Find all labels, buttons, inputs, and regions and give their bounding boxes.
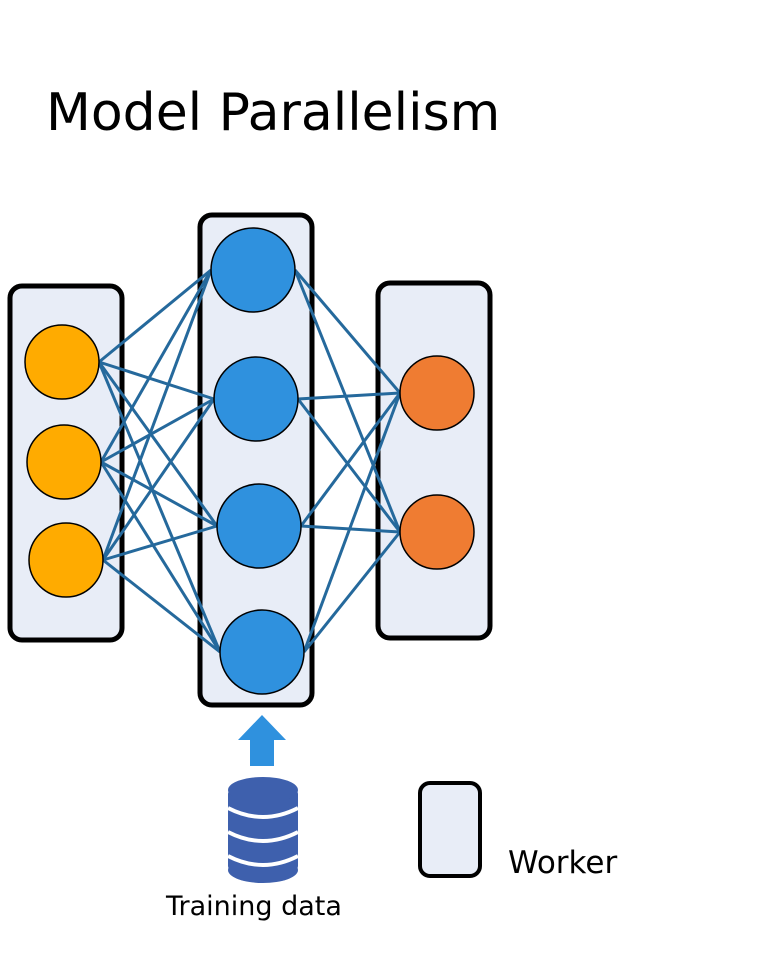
edge-hidden-4-to-output-1 <box>302 392 402 653</box>
edge-input-2-to-hidden-2 <box>100 397 215 464</box>
edge-input-3-to-hidden-1 <box>101 269 213 561</box>
edge-hidden-3-to-output-1 <box>299 392 402 527</box>
training-data-label: Training data <box>165 891 342 922</box>
hidden-node-4 <box>219 609 305 695</box>
up-arrow-icon <box>238 715 286 766</box>
page-title: Model Parallelism <box>46 83 500 143</box>
hidden-node-1 <box>210 227 296 313</box>
edge-hidden-2-to-output-1 <box>297 391 401 401</box>
edge-hidden-1-to-output-1 <box>293 269 402 394</box>
database-icon <box>227 777 299 883</box>
edge-input-2-to-hidden-1 <box>99 269 213 463</box>
hidden-node-2 <box>213 356 299 442</box>
input-node-1 <box>24 324 100 400</box>
input-node-2 <box>26 424 102 500</box>
output-node-2 <box>399 494 475 570</box>
worker-box-output <box>375 280 493 641</box>
edge-input-2-to-hidden-4 <box>99 461 222 653</box>
edge-input-3-to-hidden-4 <box>102 558 221 654</box>
edge-input-1-to-hidden-2 <box>98 360 215 401</box>
legend-worker-swatch <box>418 781 482 878</box>
edge-input-2-to-hidden-3 <box>100 460 218 528</box>
edge-input-1-to-hidden-1 <box>98 268 212 364</box>
edge-input-1-to-hidden-3 <box>97 361 219 527</box>
output-node-1 <box>399 355 475 431</box>
edge-input-1-to-hidden-4 <box>97 361 222 653</box>
legend-worker-label: Worker <box>508 845 617 881</box>
edge-input-3-to-hidden-3 <box>102 524 218 562</box>
network-nodes <box>24 227 475 695</box>
network-edges <box>97 268 402 654</box>
edge-hidden-1-to-output-2 <box>293 269 402 533</box>
hidden-node-3 <box>216 483 302 569</box>
edge-input-3-to-hidden-2 <box>101 398 216 561</box>
input-node-3 <box>28 522 104 598</box>
worker-box-hidden <box>197 212 315 708</box>
edge-hidden-2-to-output-2 <box>296 398 402 533</box>
edge-hidden-4-to-output-2 <box>302 531 402 653</box>
